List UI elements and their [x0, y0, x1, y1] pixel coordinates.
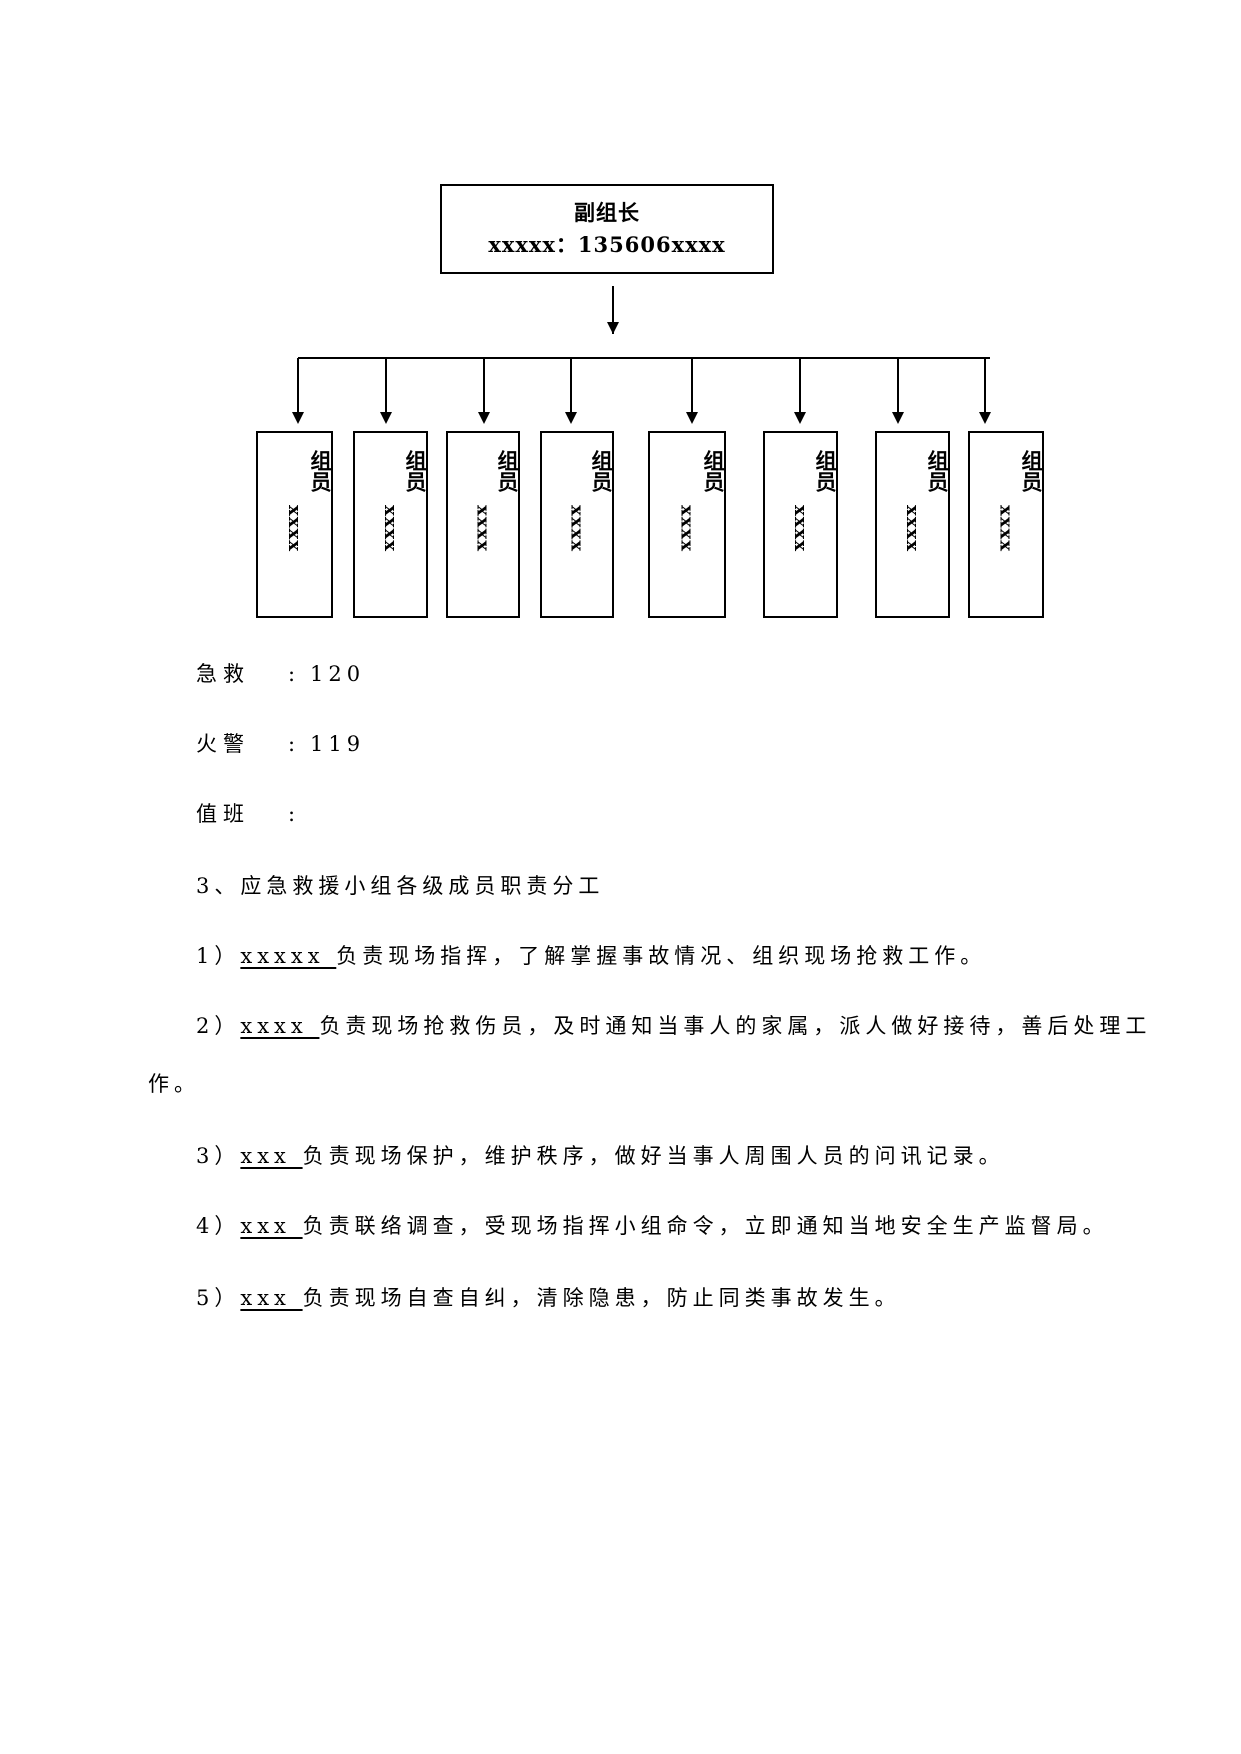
deputy-leader-contact: xxxxx：135606xxxx [488, 232, 726, 257]
contact-label: 火警 [196, 732, 250, 756]
item-text: 负责现场自查自纠，清除隐患，防止同类事故发生。 [302, 1286, 901, 1310]
member-name-label: xxxx [542, 505, 612, 575]
member-name-text: xxxx [380, 505, 401, 552]
item-text: 负责联络调查，受现场指挥小组命令，立即通知当地安全生产监督局。 [302, 1214, 1109, 1238]
responsibility-item-4: 4）xxx 负责联络调查，受现场指挥小组命令，立即通知当地安全生产监督局。 [196, 1210, 1109, 1240]
member-name-underlined: xxx [240, 1286, 303, 1310]
member-role-text: 组员 [925, 450, 950, 492]
item-number: 5） [196, 1286, 241, 1310]
member-name-label: xxxx [970, 505, 1042, 575]
deputy-leader-title: 副组长 [574, 200, 640, 225]
section-heading: 3、应急救援小组各级成员职责分工 [196, 874, 605, 898]
deputy-leader-box: 副组长 xxxxx：135606xxxx [440, 184, 774, 274]
branch-arrowhead [292, 412, 304, 424]
branch-arrowhead [478, 412, 490, 424]
member-role-text: 组员 [403, 450, 428, 492]
member-name-text: xxxx [902, 505, 923, 552]
member-name-label: xxxx [765, 505, 836, 575]
member-role-label: 组员 [258, 441, 333, 501]
member-name-text: xxxx [472, 505, 494, 552]
member-name-underlined: xxxx [240, 1014, 320, 1038]
contact-label: 值班 [196, 802, 250, 826]
contact-duty: 值班: [196, 798, 310, 828]
item-number: 2） [196, 1014, 241, 1038]
member-role-label: 组员 [877, 441, 950, 501]
contact-fire: 火警:119 [196, 728, 365, 758]
member-name-text: xxxx [284, 505, 305, 552]
member-name-text: xxxx [566, 505, 588, 552]
branch-arrowhead [686, 412, 698, 424]
contact-colon: : [288, 732, 301, 756]
contact-value: 120 [310, 662, 366, 686]
member-name-underlined: xxx [240, 1214, 303, 1238]
member-name-label: xxxx [355, 505, 426, 575]
member-name-label: xxxx [877, 505, 948, 575]
contact-emergency: 急救:120 [196, 658, 365, 688]
member-name-label: xxxx [448, 505, 518, 575]
org-chart-connectors [292, 286, 991, 424]
contact-value: 119 [310, 732, 366, 756]
item-number: 4） [196, 1214, 241, 1238]
contact-label: 急救 [196, 662, 250, 686]
member-name-label: xxxx [258, 505, 331, 575]
branch-arrowhead [794, 412, 806, 424]
responsibility-item-2-continued: 作。 [148, 1072, 200, 1096]
member-role-text: 组员 [813, 450, 838, 492]
member-name-underlined: xxx [240, 1144, 303, 1168]
branch-arrows [292, 358, 991, 424]
branch-arrowhead [565, 412, 577, 424]
member-name-label: xxxx [650, 505, 724, 575]
responsibility-item-2: 2）xxxx 负责现场抢救伤员，及时通知当事人的家属，派人做好接待，善后处理工 [196, 1010, 1151, 1040]
trunk-arrowhead [607, 322, 619, 334]
responsibility-item-5: 5）xxx 负责现场自查自纠，清除隐患，防止同类事故发生。 [196, 1282, 901, 1312]
member-name-text: xxxx [790, 505, 811, 552]
contact-colon: : [288, 662, 301, 686]
member-name-text: xxxx [995, 505, 1017, 552]
member-name-text: xxxx [676, 505, 698, 552]
item-text: 负责现场保护，维护秩序，做好当事人周围人员的问讯记录。 [302, 1144, 1005, 1168]
branch-arrowhead [979, 412, 991, 424]
branch-arrowhead [380, 412, 392, 424]
branch-arrowhead [892, 412, 904, 424]
responsibility-item-1: 1）xxxxx 负责现场指挥，了解掌握事故情况、组织现场抢救工作。 [196, 940, 986, 970]
member-role-label: 组员 [448, 441, 520, 501]
member-role-label: 组员 [765, 441, 838, 501]
member-role-label: 组员 [542, 441, 614, 501]
item-number: 3） [196, 1144, 241, 1168]
contact-colon: : [288, 802, 301, 826]
member-role-label: 组员 [650, 441, 726, 501]
item-text: 负责现场指挥，了解掌握事故情况、组织现场抢救工作。 [336, 944, 987, 968]
member-role-text: 组员 [701, 450, 726, 492]
member-role-label: 组员 [970, 441, 1044, 501]
item-text: 负责现场抢救伤员，及时通知当事人的家属，派人做好接待，善后处理工 [319, 1014, 1152, 1038]
member-role-text: 组员 [308, 450, 333, 492]
member-role-text: 组员 [495, 450, 520, 492]
responsibility-item-3: 3）xxx 负责现场保护，维护秩序，做好当事人周围人员的问讯记录。 [196, 1140, 1005, 1170]
member-role-label: 组员 [355, 441, 428, 501]
member-name-underlined: xxxxx [240, 944, 337, 968]
member-role-text: 组员 [1019, 450, 1044, 492]
member-role-text: 组员 [589, 450, 614, 492]
item-number: 1） [196, 944, 241, 968]
